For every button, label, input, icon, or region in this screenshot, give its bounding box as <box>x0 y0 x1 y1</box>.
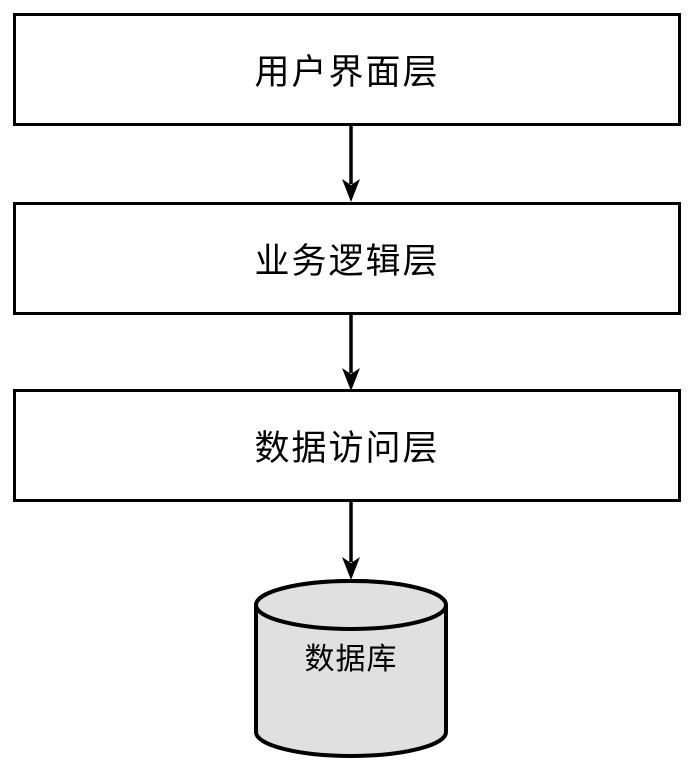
layer-box-ui: 用户界面层 <box>13 13 681 126</box>
layer-label-ui: 用户界面层 <box>254 53 440 92</box>
layer-label-logic: 业务逻辑层 <box>254 242 440 281</box>
cylinder-top-rim <box>254 579 448 631</box>
down-arrow-connector-3 <box>342 502 360 580</box>
database-label: 数据库 <box>304 643 398 676</box>
arrowhead-icon <box>342 368 360 391</box>
layer-box-logic: 业务逻辑层 <box>13 202 681 315</box>
arrowhead-icon <box>342 179 360 202</box>
down-arrow-connector-1 <box>342 126 360 202</box>
arrowhead-icon <box>342 557 360 580</box>
layer-label-data-access: 数据访问层 <box>254 429 440 468</box>
database-cylinder <box>254 579 448 758</box>
down-arrow-connector-2 <box>342 315 360 391</box>
layer-box-data-access: 数据访问层 <box>13 389 681 502</box>
